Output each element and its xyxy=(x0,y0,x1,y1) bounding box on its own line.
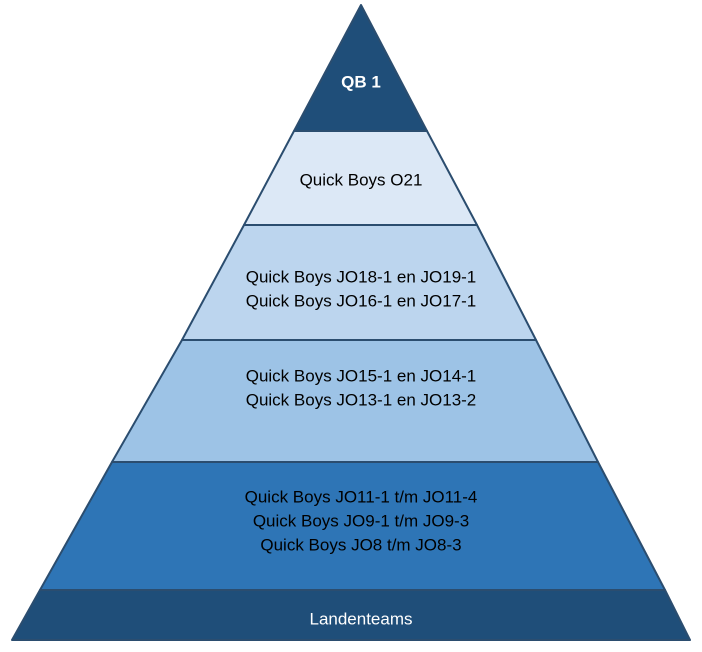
pyramid-tier-shape xyxy=(11,589,691,641)
pyramid-tier-label: Quick Boys JO13-1 en JO13-2 xyxy=(246,390,477,409)
pyramid-tier-6: Landenteams xyxy=(11,589,691,641)
pyramid-tier-label: Quick Boys JO15-1 en JO14-1 xyxy=(246,366,477,385)
pyramid-tier-label: Quick Boys JO8 t/m JO8-3 xyxy=(260,535,461,554)
pyramid-tier-label: Quick Boys O21 xyxy=(300,170,423,189)
pyramid-tier-label: Quick Boys JO11-1 t/m JO11-4 xyxy=(245,487,478,506)
pyramid-tier-label: Quick Boys JO16-1 en JO17-1 xyxy=(246,291,477,310)
pyramid-tier-2: Quick Boys O21 xyxy=(243,130,478,226)
pyramid-tier-label: QB 1 xyxy=(341,72,381,91)
pyramid-tier-shape xyxy=(293,4,428,132)
pyramid-tier-1: QB 1 xyxy=(293,4,428,132)
pyramid-tier-label: Quick Boys JO9-1 t/m JO9-3 xyxy=(253,511,469,530)
pyramid-tier-label: Quick Boys JO18-1 en JO19-1 xyxy=(246,267,477,286)
pyramid-tier-label: Landenteams xyxy=(309,609,412,628)
